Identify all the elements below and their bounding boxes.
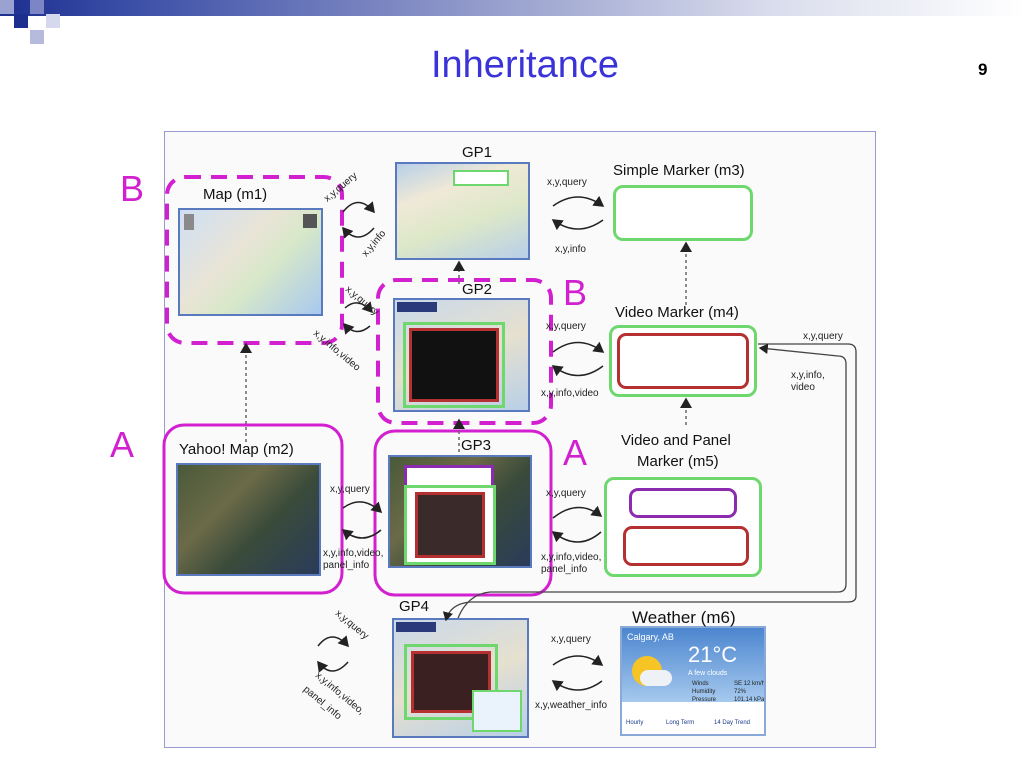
weather-pressure-label: Pressure — [692, 697, 717, 703]
exchange-gp3-m5-top — [552, 505, 603, 519]
gp3-label: GP3 — [461, 437, 492, 454]
header-square — [30, 30, 44, 44]
exchange-m2-gp3-top — [342, 501, 383, 514]
connector-m4-to-gp4-outer — [442, 343, 857, 622]
weather-wind-value: SE 12 km/h — [734, 681, 766, 687]
edge-label-gp1-info: x,y,info — [555, 244, 586, 255]
edge-label-m4-info-line1: x,y,info, — [791, 370, 825, 381]
edge-label-m4-query: x,y,query — [803, 331, 843, 342]
edge-label-gp3-info-line2: panel_info — [541, 564, 588, 575]
gp2-label: GP2 — [462, 281, 493, 298]
yahoo-map-m2-label: Yahoo! Map (m2) — [179, 441, 294, 458]
video-panel-marker-m5-label-line2: Marker (m5) — [637, 453, 719, 470]
header-square — [30, 0, 44, 14]
group-letter-b-right: B — [563, 272, 588, 313]
edge-label-gp2-query: x,y,query — [546, 321, 586, 332]
weather-humidity-value: 72% — [734, 689, 747, 695]
weather-tab-14-day: 14 Day Trend — [714, 720, 751, 726]
group-letter-a-right: A — [563, 432, 588, 473]
edge-label-m2-info-line2: panel_info — [323, 560, 370, 571]
group-letter-b-left: B — [120, 168, 145, 209]
edge-label-gp4-query: x,y,query — [551, 634, 591, 645]
slide-title: Inheritance — [430, 44, 619, 86]
exchange-m2-gp3-bottom — [341, 529, 382, 541]
weather-m6-label: Weather (m6) — [632, 608, 736, 627]
weather-city: Calgary, AB — [627, 632, 674, 642]
gp3-screenshot — [388, 455, 532, 568]
video-marker-inner-box — [617, 333, 749, 389]
group-b-dashed-left — [165, 175, 344, 345]
gp4-label: GP4 — [399, 598, 430, 615]
connector-gp4-to-m4-inner — [457, 343, 847, 619]
group-a-left — [162, 423, 344, 595]
edge-label-gp1-query: x,y,query — [547, 177, 587, 188]
header-square — [0, 0, 14, 14]
yahoo-map-m2-screenshot — [176, 463, 321, 576]
header-bar — [0, 0, 1024, 16]
edge-label-gp3-info-line1: x,y,info,video, — [541, 552, 602, 563]
exchange-gp2-m4-bottom — [551, 365, 604, 377]
header-square — [46, 14, 60, 28]
weather-wind-label: Winds — [692, 681, 709, 687]
exchange-m1-gp1-bottom — [342, 226, 375, 239]
weather-tab-hourly: Hourly — [626, 720, 644, 726]
group-a-right — [373, 429, 553, 597]
group-letter-a-left: A — [110, 424, 135, 465]
edge-label-m2-query: x,y,query — [330, 484, 370, 495]
weather-condition: A few clouds — [688, 670, 728, 677]
simple-marker-m3-box — [613, 185, 753, 241]
simple-marker-m3-label: Simple Marker (m3) — [613, 162, 745, 179]
gp1-label: GP1 — [462, 144, 493, 161]
weather-m6-screenshot: Calgary, AB 21°C A few clouds Winds SE 1… — [620, 626, 766, 736]
exchange-m1-gp2-bottom — [343, 322, 371, 335]
edge-label-m2-info-line1: x,y,info,video, — [323, 548, 384, 559]
exchange-gp4-self-bottom — [317, 660, 349, 673]
weather-temp: 21°C — [688, 642, 738, 667]
map-m1-label: Map (m1) — [203, 186, 268, 203]
weather-tab-long-term: Long Term — [666, 720, 695, 726]
exchange-gp4-m6-top — [552, 654, 604, 666]
group-b-dashed-right — [376, 278, 553, 425]
exchange-m1-gp2-top — [344, 301, 373, 314]
video-marker-inner-box — [623, 526, 749, 566]
weather-pressure-value: 101.14 kPa — [734, 697, 765, 703]
exchange-gp3-m5-bottom — [551, 531, 602, 543]
map-m1-screenshot — [178, 208, 323, 316]
exchange-m1-gp1-top — [342, 201, 375, 214]
exchange-gp4-m6-bottom — [551, 680, 603, 692]
edge-label-gp4-info: x,y,weather_info — [535, 700, 608, 711]
exchange-gp2-m4-top — [552, 341, 605, 353]
edge-label-gp2-info: x,y,info,video — [541, 388, 599, 399]
video-marker-m4-box — [609, 325, 757, 397]
cloud-icon — [640, 670, 672, 686]
exchange-gp1-m3-bottom — [551, 219, 604, 231]
video-panel-marker-m5-box — [604, 477, 762, 577]
video-panel-marker-m5-label-line1: Video and Panel — [621, 432, 731, 449]
video-marker-m4-label: Video Marker (m4) — [615, 304, 739, 321]
edge-label-gp3-query: x,y,query — [546, 488, 586, 499]
gp1-screenshot — [395, 162, 530, 260]
panel-marker-inner-box — [629, 488, 737, 518]
gp2-screenshot — [393, 298, 530, 412]
exchange-gp4-self-top — [317, 635, 349, 648]
weather-humidity-label: Humidity — [692, 689, 716, 695]
exchange-gp1-m3-top — [552, 195, 605, 207]
header-square — [14, 14, 28, 28]
gp4-screenshot — [392, 618, 529, 738]
slide-number: 9 — [978, 60, 988, 79]
edge-label-m4-info-line2: video — [791, 382, 815, 393]
